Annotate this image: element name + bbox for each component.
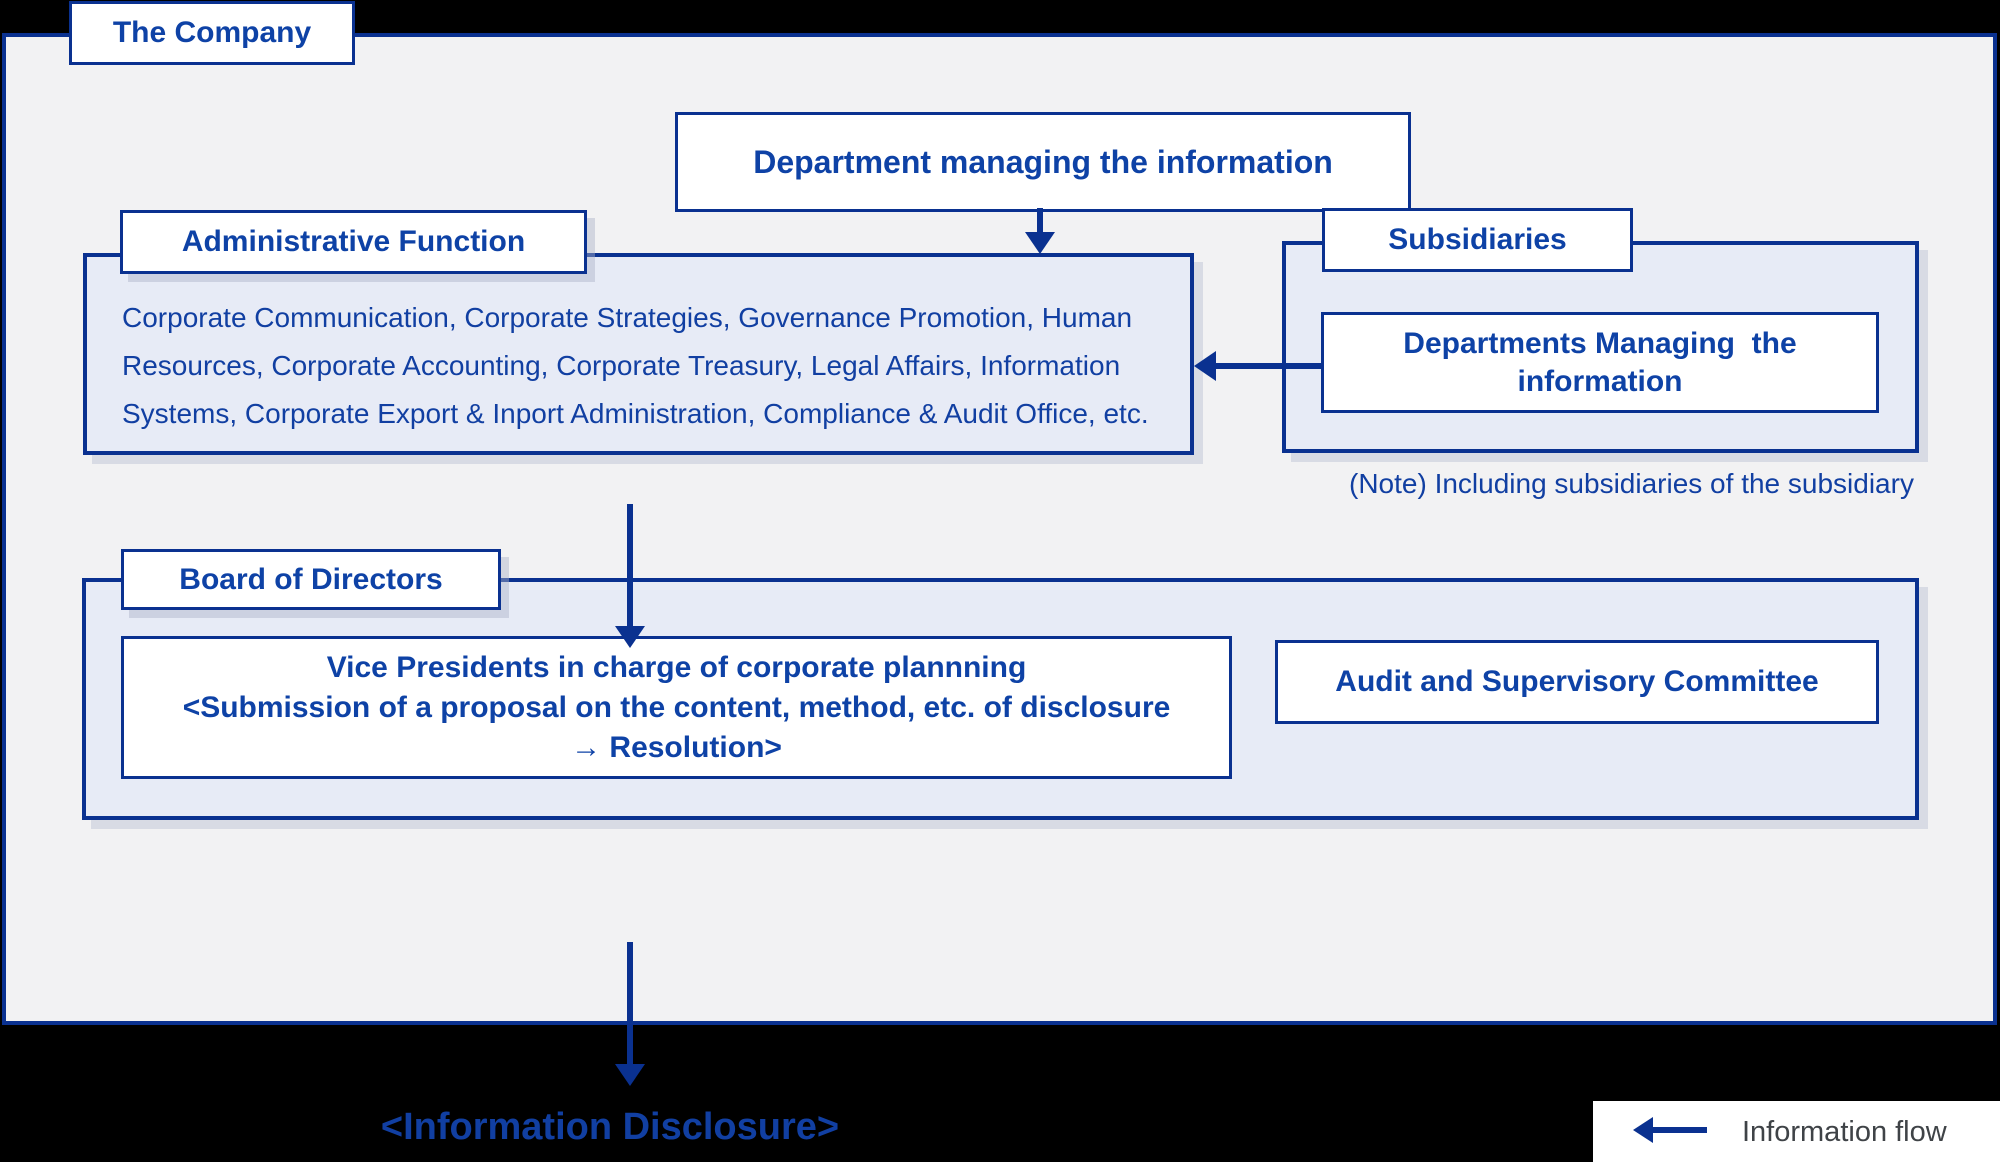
administrative-function-label: Administrative Function xyxy=(120,210,587,274)
arrow-shaft xyxy=(1037,208,1043,234)
arrow-shaft xyxy=(1214,363,1321,369)
subsidiaries-label: Subsidiaries xyxy=(1322,208,1633,272)
administrative-function-panel xyxy=(83,253,1194,455)
admin-text-line: Resources, Corporate Accounting, Corpora… xyxy=(122,350,1121,381)
admin-departments-text: Corporate Communication, Corporate Strat… xyxy=(122,294,1149,438)
department-managing-information-text: Department managing the information xyxy=(753,143,1333,180)
audit-supervisory-committee-box: Audit and Supervisory Committee xyxy=(1275,640,1879,724)
subsidiary-departments-box: Departments Managing the information xyxy=(1321,312,1879,413)
arrow-head-left-icon xyxy=(1633,1117,1653,1143)
company-label: The Company xyxy=(69,1,355,65)
vice-presidents-line: Vice Presidents in charge of corporate p… xyxy=(326,650,1027,684)
subsidiary-departments-line: information xyxy=(1517,364,1683,398)
arrow-shaft xyxy=(627,504,633,628)
legend-label: Information flow xyxy=(1742,1116,1947,1148)
admin-text-line: Systems, Corporate Export & Inport Admin… xyxy=(122,398,1149,429)
arrow-head-left-icon xyxy=(1194,351,1216,381)
arrow-shaft xyxy=(627,942,633,1064)
board-of-directors-label: Board of Directors xyxy=(121,549,501,610)
arrow-head-down-icon xyxy=(615,626,645,648)
department-managing-information-box: Department managing the information xyxy=(675,112,1411,212)
vice-presidents-box: Vice Presidents in charge of corporate p… xyxy=(121,636,1232,779)
information-disclosure-text: <Information Disclosure> xyxy=(380,1106,840,1148)
vice-presidents-line: <Submission of a proposal on the content… xyxy=(182,690,1171,724)
board-of-directors-label-text: Board of Directors xyxy=(179,562,443,596)
company-label-text: The Company xyxy=(112,16,312,49)
arrow-head-down-icon xyxy=(615,1064,645,1086)
arrow-shaft xyxy=(1651,1127,1707,1133)
subsidiaries-note: (Note) Including subsidiaries of the sub… xyxy=(1349,468,1914,499)
vice-presidents-line: → Resolution> xyxy=(571,730,782,764)
subsidiaries-label-text: Subsidiaries xyxy=(1388,223,1567,256)
subsidiary-departments-line: Departments Managing the xyxy=(1403,326,1797,360)
administrative-function-label-text: Administrative Function xyxy=(181,225,526,258)
admin-text-line: Corporate Communication, Corporate Strat… xyxy=(122,302,1133,333)
arrow-head-down-icon xyxy=(1025,232,1055,254)
audit-supervisory-committee-text: Audit and Supervisory Committee xyxy=(1335,665,1819,698)
